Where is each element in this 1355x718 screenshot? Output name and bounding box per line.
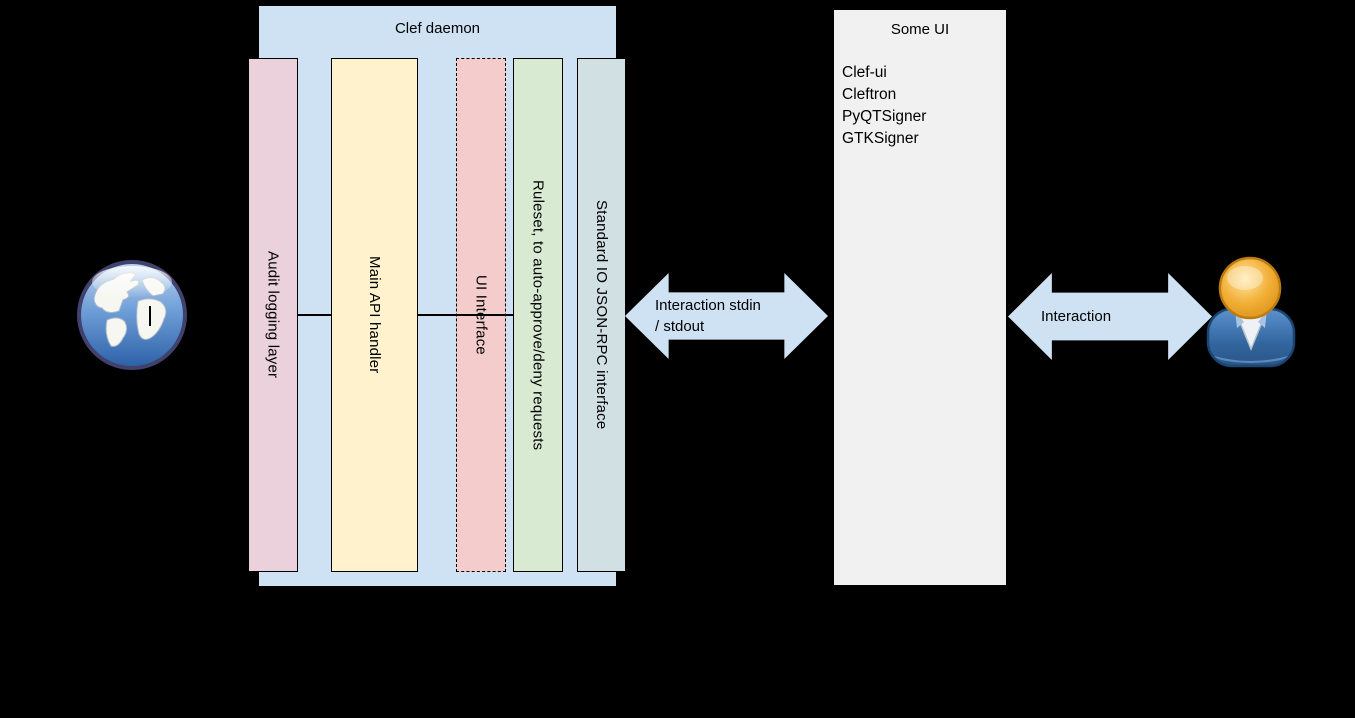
some-ui-list: Clef-ui Cleftron PyQTSigner GTKSigner: [842, 62, 1002, 150]
stdio-arrow-label-line2: / stdout: [655, 318, 705, 335]
stdio-interaction-arrow: Interaction stdin / stdout: [625, 273, 828, 359]
audit-logging-layer-label: Audit logging layer: [264, 251, 282, 379]
clef-daemon-title: Clef daemon: [394, 20, 481, 37]
user-icon: [1206, 256, 1296, 368]
stdio-jsonrpc-interface-label: Standard IO JSON-RPC interface: [593, 200, 610, 430]
globe-connector-stub: [149, 306, 151, 326]
connector-api-to-ruleset: [417, 314, 514, 316]
ui-interface-label: UI Interface: [472, 275, 490, 355]
main-api-handler-label: Main API handler: [366, 256, 383, 374]
user-arrow-label: Interaction: [1041, 308, 1112, 325]
some-ui-item-clef-ui: Clef-ui: [842, 64, 887, 81]
some-ui-item-pyqtsigner: PyQTSigner: [842, 108, 927, 125]
ruleset-bar: Ruleset, to auto-approve/deny requests: [513, 58, 563, 572]
audit-logging-layer-bar: Audit logging layer: [248, 58, 298, 572]
stdio-jsonrpc-interface-bar: Standard IO JSON-RPC interface: [577, 58, 626, 572]
some-ui-item-cleftron: Cleftron: [842, 86, 897, 103]
clef-daemon-box: [258, 5, 617, 587]
connector-audit-to-api: [297, 314, 332, 316]
main-api-handler-bar: Main API handler: [331, 58, 418, 572]
stdio-arrow-label-line1: Interaction stdin: [655, 297, 761, 314]
some-ui-title: Some UI: [890, 21, 950, 38]
user-interaction-arrow: Interaction: [1008, 273, 1212, 360]
some-ui-box: [833, 9, 1007, 586]
globe-icon: [77, 260, 187, 370]
ruleset-label: Ruleset, to auto-approve/deny requests: [529, 179, 547, 451]
some-ui-item-gtksigner: GTKSigner: [842, 130, 919, 147]
